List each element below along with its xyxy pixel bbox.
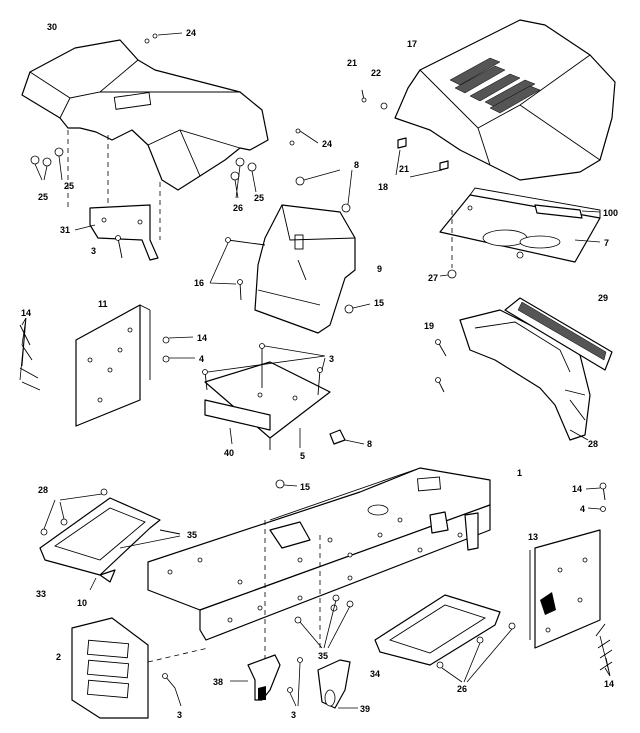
callout-3-bottom: 3 xyxy=(177,710,182,720)
callout-24-top: 24 xyxy=(186,28,196,38)
bracket-39 xyxy=(317,659,358,709)
callout-40: 40 xyxy=(224,448,234,458)
callout-14-right: 14 xyxy=(572,484,582,494)
callout-14-mid: 14 xyxy=(197,333,207,343)
callout-21-bottom: 21 xyxy=(399,164,409,174)
screw-3-bottom xyxy=(162,673,182,707)
hood-grille xyxy=(449,57,541,114)
callout-25-left: 25 xyxy=(64,181,74,191)
callout-28-right: 28 xyxy=(588,439,598,449)
callout-2: 2 xyxy=(56,652,61,662)
callout-26: 26 xyxy=(233,203,243,213)
rear-fender xyxy=(21,39,269,191)
grille-29 xyxy=(504,297,613,371)
callout-38: 38 xyxy=(213,677,223,687)
nut-15-mid xyxy=(275,479,298,489)
dash-panel xyxy=(254,204,356,334)
callout-21-top: 21 xyxy=(347,58,357,68)
callout-3-top: 3 xyxy=(91,246,96,256)
nuts-28-left xyxy=(40,488,108,536)
callout-18: 18 xyxy=(378,182,388,192)
bolt-14-right-top xyxy=(585,482,607,512)
screw-3-top xyxy=(115,235,123,259)
nuts-25-left xyxy=(30,147,64,181)
callout-25-left2: 25 xyxy=(38,192,48,202)
support-plate xyxy=(204,361,331,450)
nuts-26-right xyxy=(436,622,516,683)
callout-34: 34 xyxy=(370,669,380,679)
callout-30: 30 xyxy=(47,22,57,32)
hood xyxy=(394,19,616,181)
main-frame xyxy=(147,467,491,641)
hood-plate xyxy=(439,187,601,263)
callout-7: 7 xyxy=(604,238,609,248)
screws-3-bracket xyxy=(287,657,303,707)
callout-14-left: 14 xyxy=(21,308,31,318)
bolt-14-mid xyxy=(162,336,195,363)
callout-22: 22 xyxy=(371,68,381,78)
callout-19: 19 xyxy=(424,321,434,331)
nut-27 xyxy=(439,210,457,279)
callout-27: 27 xyxy=(428,273,438,283)
callout-14-bottom: 14 xyxy=(604,679,614,689)
callout-9: 9 xyxy=(377,264,382,274)
callout-26-bottom: 26 xyxy=(457,684,467,694)
footrest-right xyxy=(374,594,501,666)
callout-8-top: 8 xyxy=(354,160,359,170)
callout-39: 39 xyxy=(360,704,370,714)
callout-24-right: 24 xyxy=(322,139,332,149)
bolts-16 xyxy=(209,237,266,301)
side-panel-left xyxy=(75,304,151,427)
rear-plate xyxy=(71,617,149,719)
screw-24-right xyxy=(289,128,319,146)
callout-11: 11 xyxy=(98,299,108,309)
nut-15-top xyxy=(344,303,371,314)
callout-13: 13 xyxy=(528,532,538,542)
callout-15-mid: 15 xyxy=(300,482,310,492)
clip-8 xyxy=(329,429,365,445)
screws-3-mid xyxy=(202,343,326,396)
callout-17: 17 xyxy=(407,39,417,49)
bolts-14-left xyxy=(19,317,41,391)
callout-35-left: 35 xyxy=(187,530,197,540)
bolts-14-right xyxy=(595,623,613,677)
callout-35-bottom: 35 xyxy=(318,651,328,661)
callout-5: 5 xyxy=(300,451,305,461)
bolts-19 xyxy=(435,339,447,393)
callout-100: 100 xyxy=(603,208,618,218)
callout-3-bracket: 3 xyxy=(291,710,296,720)
callout-33: 33 xyxy=(36,589,46,599)
bracket-31 xyxy=(89,204,159,261)
callout-3-mid: 3 xyxy=(329,354,334,364)
screw-24-top xyxy=(144,32,183,44)
callout-8-mid: 8 xyxy=(367,439,372,449)
bracket-38 xyxy=(247,654,281,701)
bolts-35-bottom xyxy=(294,594,354,649)
callout-10: 10 xyxy=(77,598,87,608)
callout-4-right: 4 xyxy=(580,504,585,514)
callout-1: 1 xyxy=(517,468,522,478)
callout-25-right: 25 xyxy=(254,193,264,203)
side-panel-right xyxy=(529,529,601,649)
callout-labels: 30 24 24 25 25 26 25 31 3 17 21 22 21 18… xyxy=(21,22,618,720)
callout-15-top: 15 xyxy=(374,298,384,308)
callout-29: 29 xyxy=(598,293,608,303)
callout-31: 31 xyxy=(60,225,70,235)
footrest-left xyxy=(39,497,161,583)
callout-16: 16 xyxy=(194,278,204,288)
callout-4-left: 4 xyxy=(199,354,204,364)
hood-hardware xyxy=(361,89,449,178)
bolt-35-left xyxy=(119,529,181,549)
nuts-8-top xyxy=(295,169,353,213)
callout-28-left: 28 xyxy=(38,485,48,495)
nuts-25-right xyxy=(230,157,257,199)
